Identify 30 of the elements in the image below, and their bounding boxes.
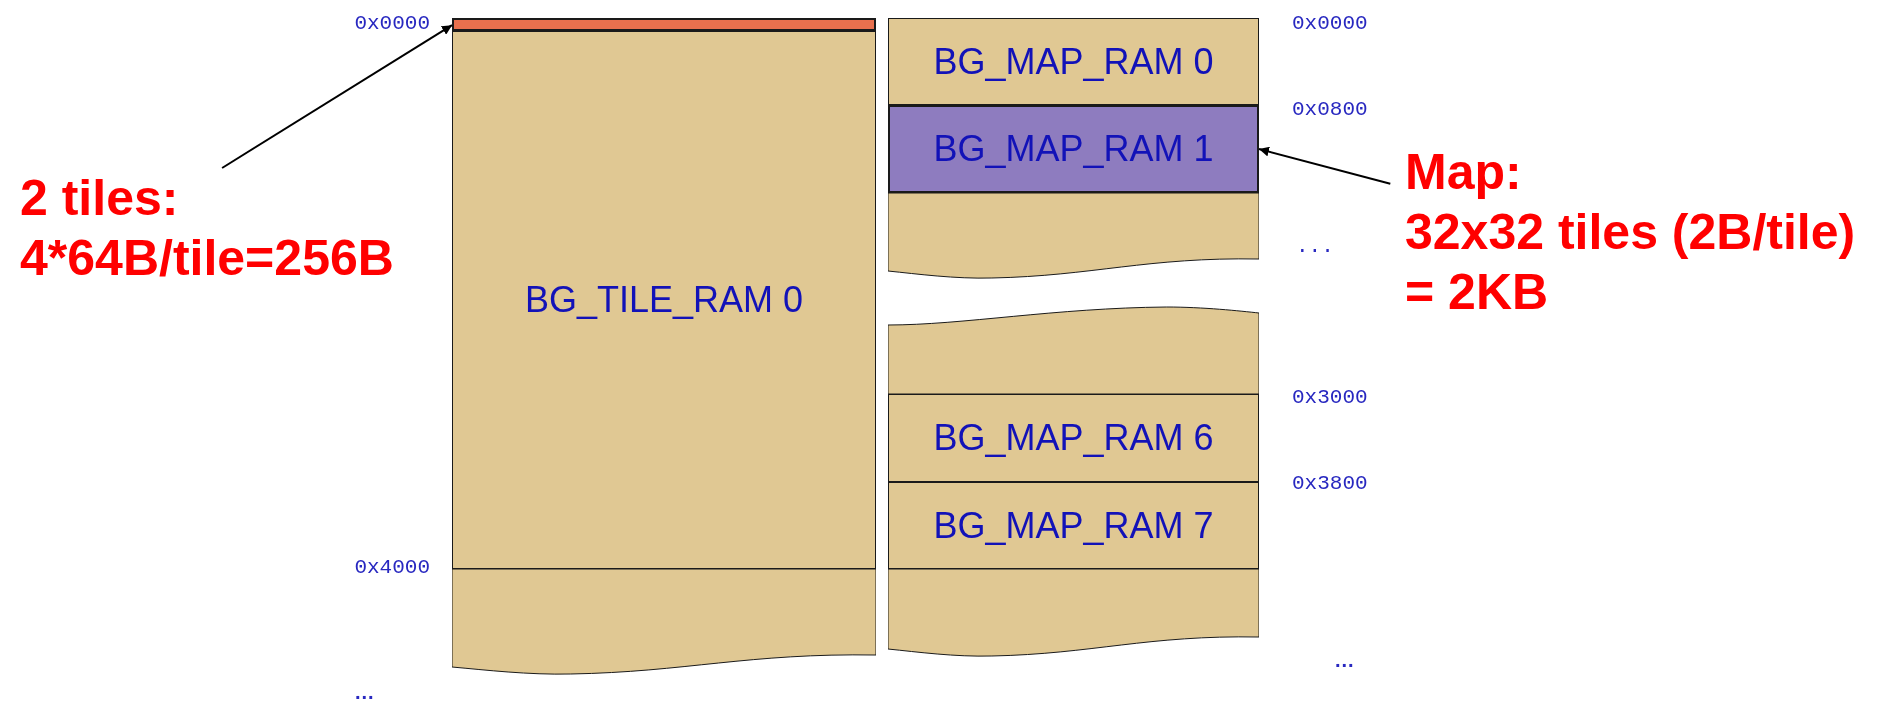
- address-label: 0x3000: [1292, 386, 1369, 410]
- memory-block: [888, 482, 1259, 569]
- memory-block: [888, 394, 1259, 482]
- memory-block: [888, 105, 1259, 193]
- arrow: [1258, 146, 1392, 185]
- ellipsis: ...: [1296, 235, 1335, 259]
- memory-block: [888, 18, 1259, 105]
- highlight-bar: [452, 18, 876, 31]
- annotation-text: Map:: [1405, 143, 1522, 202]
- address-label: 0x0000: [1292, 12, 1369, 36]
- annotation-text: 32x32 tiles (2B/tile): [1405, 203, 1856, 262]
- address-label: 0x3800: [1292, 472, 1369, 496]
- block-label: BG_MAP_RAM 7: [933, 504, 1214, 547]
- memory-block: [888, 306, 1259, 394]
- block-label: BG_TILE_RAM 0: [524, 279, 804, 321]
- address-label: 0x0000: [353, 12, 430, 36]
- address-label: 0x4000: [353, 556, 430, 580]
- annotation-text: 4*64B/tile=256B: [20, 229, 394, 288]
- memory-block: [452, 569, 876, 675]
- ellipsis: ...: [1335, 648, 1356, 672]
- annotation-text: = 2KB: [1405, 263, 1549, 322]
- address-label: 0x0800: [1292, 98, 1369, 122]
- ellipsis: ...: [355, 680, 376, 704]
- block-label: BG_MAP_RAM 1: [933, 128, 1214, 170]
- block-label: BG_MAP_RAM 6: [933, 417, 1214, 459]
- memory-block: [888, 193, 1259, 279]
- annotation-text: 2 tiles:: [20, 169, 179, 228]
- block-label: BG_MAP_RAM 0: [933, 40, 1214, 83]
- memory-block: [888, 569, 1259, 657]
- arrow: [221, 24, 453, 169]
